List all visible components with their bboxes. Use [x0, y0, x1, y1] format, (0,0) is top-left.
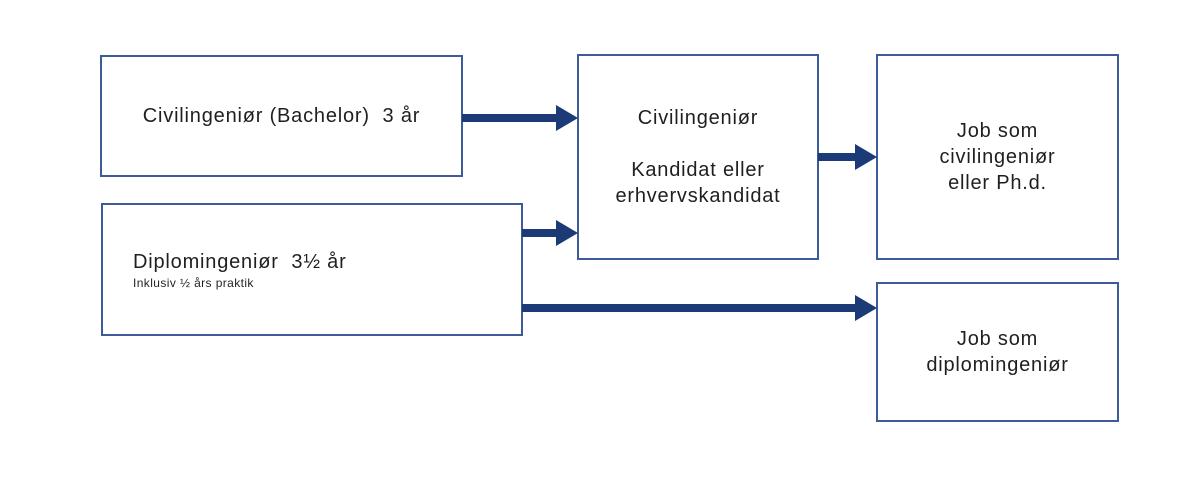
arrow-head-icon — [855, 295, 877, 321]
node-diplomingenioer-subtitle: Inklusiv ½ års praktik — [133, 275, 254, 290]
node-kandidat: Civilingeniør Kandidat eller erhvervskan… — [577, 54, 819, 260]
arrow-head-icon — [556, 220, 578, 246]
node-job-diplomingenioer: Job som diplomingeniør — [876, 282, 1119, 422]
arrow-shaft — [462, 114, 558, 122]
node-job-civilingenioer: Job som civilingeniør eller Ph.d. — [876, 54, 1119, 260]
arrow-head-icon — [556, 105, 578, 131]
arrow-head-icon — [855, 144, 877, 170]
node-diplomingenioer-title: Diplomingeniør 3½ år — [133, 250, 347, 273]
arrow-shaft — [818, 153, 857, 161]
node-diplomingenioer: Diplomingeniør 3½ år Inklusiv ½ års prak… — [101, 203, 523, 336]
node-job-diplomingenioer-label: Job som diplomingeniør — [926, 328, 1069, 376]
node-kandidat-label: Civilingeniør Kandidat eller erhvervskan… — [615, 107, 781, 207]
arrow-shaft — [522, 304, 857, 312]
node-job-civilingenioer-label: Job som civilingeniør eller Ph.d. — [939, 120, 1056, 194]
arrow-shaft — [522, 229, 558, 237]
node-civilingenioer-bachelor: Civilingeniør (Bachelor) 3 år — [100, 55, 463, 177]
node-civilingenioer-bachelor-label: Civilingeniør (Bachelor) 3 år — [142, 105, 421, 127]
